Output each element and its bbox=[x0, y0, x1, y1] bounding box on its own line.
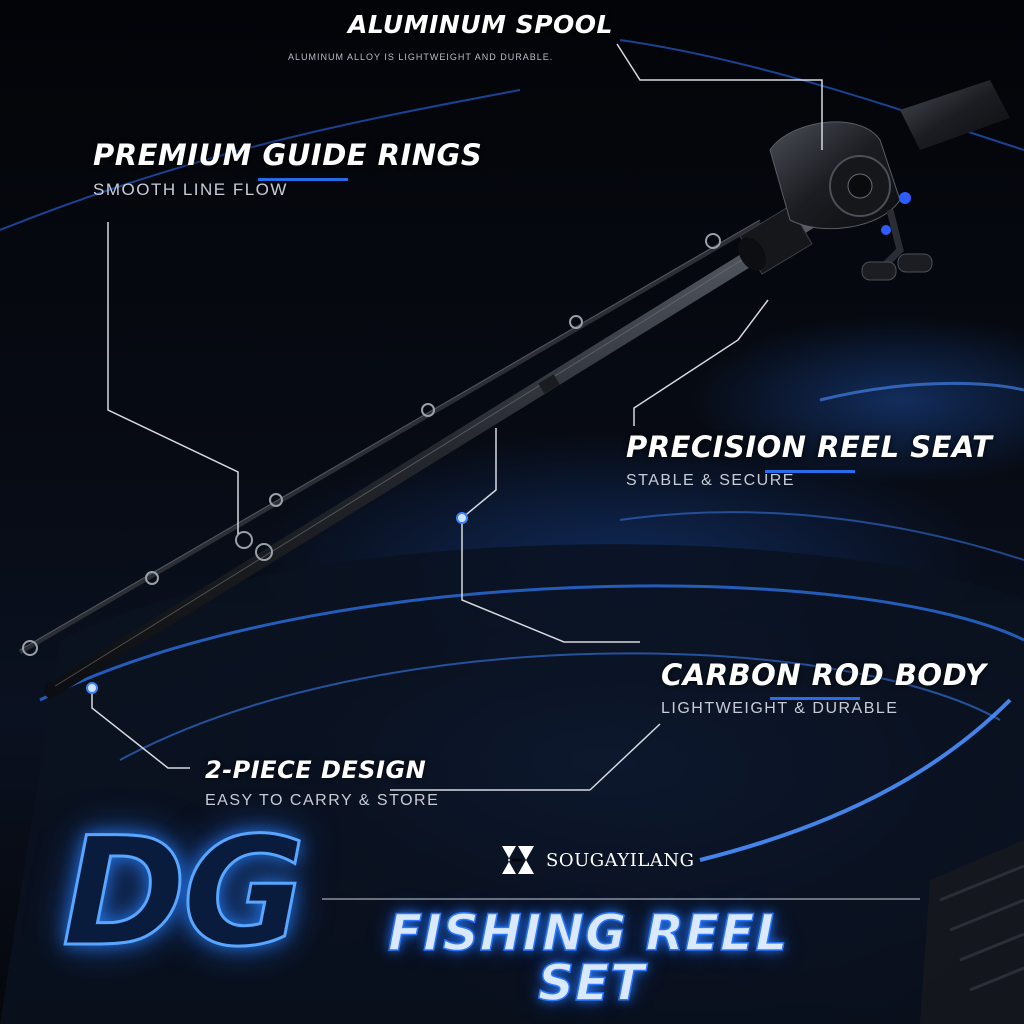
product-title-line2: SET bbox=[537, 954, 646, 1012]
floor-surface bbox=[0, 381, 1024, 1024]
callout-carbon-body: CARBON ROD BODY LIGHTWEIGHT & DURABLE bbox=[661, 658, 986, 718]
guide-rings-title: PREMIUM GUIDE RINGS bbox=[93, 138, 483, 172]
baitcasting-reel bbox=[769, 121, 933, 281]
aluminum-spool-title: ALUMINUM SPOOL bbox=[348, 10, 613, 39]
carbon-to-design-line bbox=[589, 723, 661, 791]
aluminum-spool-subtitle: ALUMINUM ALLOY IS LIGHTWEIGHT AND DURABL… bbox=[288, 52, 554, 62]
callout-guide-rings: PREMIUM GUIDE RINGS SMOOTH LINE FLOW bbox=[93, 138, 482, 200]
callout-dots bbox=[86, 512, 468, 694]
light-streaks bbox=[0, 39, 1024, 231]
callout-two-piece: 2-PIECE DESIGN EASY TO CARRY & STORE bbox=[205, 756, 439, 810]
guide-rings-subtitle: SMOOTH LINE FLOW bbox=[93, 180, 288, 199]
callout-aluminum-spool: ALUMINUM SPOOL ALUMINUM ALLOY IS LIGHTWE… bbox=[288, 10, 613, 62]
callout-reel-seat: PRECISION REEL SEAT STABLE & SECURE bbox=[626, 430, 992, 490]
design-leader-line bbox=[91, 688, 190, 769]
reel-seat bbox=[738, 80, 1010, 275]
reel-seat-subtitle: STABLE & SECURE bbox=[626, 472, 795, 489]
product-title-line1: FISHING REEL bbox=[387, 904, 789, 962]
dg-logo-text: DG bbox=[61, 806, 308, 980]
guide-rings bbox=[22, 233, 721, 656]
brand-lockup: SOUGAYILANG bbox=[498, 840, 694, 880]
carbon-body-subtitle: LIGHTWEIGHT & DURABLE bbox=[661, 700, 899, 717]
rod-tip-section bbox=[18, 219, 762, 655]
two-piece-subtitle: EASY TO CARRY & STORE bbox=[205, 792, 440, 809]
title-accent-bars bbox=[258, 178, 860, 700]
carbon-leader-line bbox=[461, 428, 640, 643]
guide-leader-line bbox=[107, 222, 239, 534]
brand-name: SOUGAYILANG bbox=[546, 849, 695, 871]
rod-lower-section bbox=[44, 210, 820, 698]
seat-leader-line bbox=[633, 299, 769, 426]
callout-leader-lines bbox=[91, 43, 920, 900]
callout-dot-icon bbox=[86, 682, 98, 694]
reel-seat-title: PRECISION REEL SEAT bbox=[626, 430, 993, 464]
two-piece-title: 2-PIECE DESIGN bbox=[205, 756, 427, 784]
brand-logo-icon bbox=[502, 846, 534, 874]
carbon-body-title: CARBON ROD BODY bbox=[661, 658, 987, 692]
spool-leader-line bbox=[616, 43, 823, 150]
callout-dot-icon bbox=[456, 512, 468, 524]
